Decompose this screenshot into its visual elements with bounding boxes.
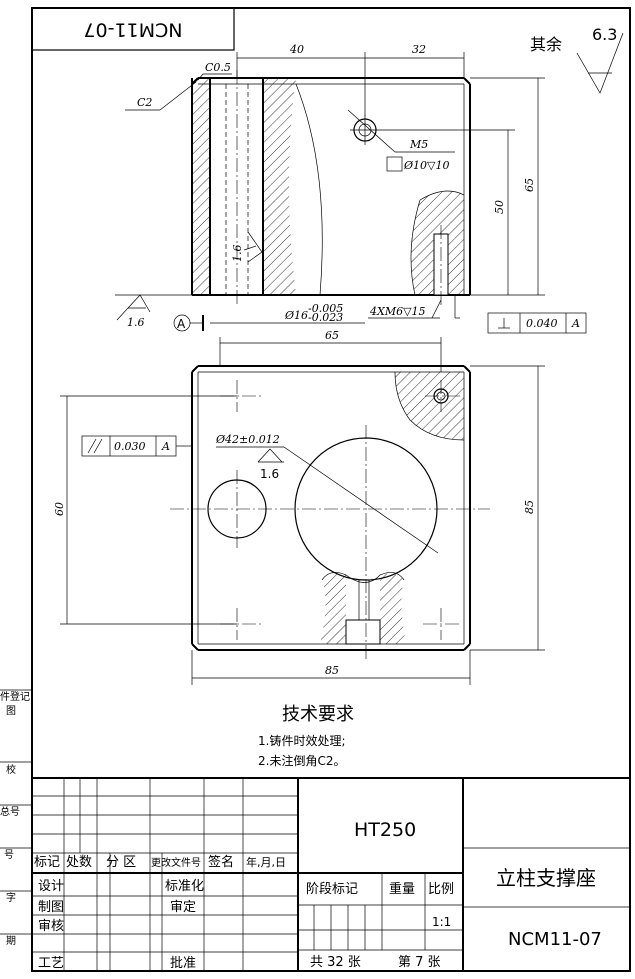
dim-65-side: 65 bbox=[523, 178, 536, 192]
parallel-value: 0.030 bbox=[114, 440, 146, 453]
tb-drawing-number: NCM11-07 bbox=[508, 929, 602, 950]
parallelism-frame: 0.030 A bbox=[81, 435, 192, 457]
roughness-bottom: 1.6 bbox=[127, 316, 145, 329]
perp-value: 0.040 bbox=[526, 317, 558, 330]
roughness-rest-value: 6.3 bbox=[592, 25, 617, 44]
tb-col-sign: 签名 bbox=[208, 854, 234, 870]
tb-material: HT250 bbox=[354, 819, 416, 841]
tb-stage: 阶段标记 bbox=[306, 882, 358, 897]
plan-view bbox=[170, 365, 490, 660]
roughness-rest: 其余 6.3 bbox=[530, 25, 624, 94]
dim-thread4: 4XM6▽15 bbox=[369, 305, 426, 318]
tb-approve-check: 审定 bbox=[170, 900, 196, 915]
strip-label-6: 字 bbox=[6, 891, 16, 904]
tb-standard: 标准化 bbox=[165, 879, 204, 894]
dim-85-side: 85 bbox=[523, 500, 536, 514]
dim-d16-lower: -0.023 bbox=[308, 311, 343, 324]
tb-sheet: 第 7 张 bbox=[398, 955, 441, 970]
technical-requirements: 技术要求 1.铸件时效处理; 2.未注倒角C2。 bbox=[258, 704, 354, 768]
tb-total: 共 32 张 bbox=[310, 955, 361, 970]
dim-50: 50 bbox=[493, 200, 506, 214]
strip-label-4: 总号 bbox=[0, 805, 20, 818]
dim-m5: M5 bbox=[409, 138, 428, 151]
tech-req-item-2: 2.未注倒角C2。 bbox=[258, 753, 345, 768]
strip-label-3: 校 bbox=[6, 763, 16, 776]
mirrored-drawing-number: NCM11-07 bbox=[83, 19, 182, 41]
dim-d42: Ø42±0.012 bbox=[215, 433, 280, 446]
tb-col-doc: 更改文件号 bbox=[151, 856, 201, 869]
tb-scale: 1:1 bbox=[432, 915, 451, 929]
tb-review: 审核 bbox=[38, 919, 64, 934]
dim-60: 60 bbox=[53, 502, 66, 516]
strip-label-1: 件登记 bbox=[0, 690, 30, 703]
dim-32: 32 bbox=[412, 43, 426, 56]
dim-85-bottom: 85 bbox=[325, 664, 339, 677]
left-binding-strip: 件登记 图 校 总号 号 字 期 bbox=[0, 689, 32, 947]
tb-col-zone: 分 区 bbox=[106, 855, 136, 870]
tb-design: 设计 bbox=[38, 879, 64, 894]
tech-req-item-1: 1.铸件时效处理; bbox=[258, 733, 346, 748]
perpendicularity-frame: 0.040 A bbox=[487, 312, 587, 334]
tb-scale-label: 比例 bbox=[428, 882, 454, 897]
roughness-bore: 1.6 bbox=[260, 467, 279, 481]
front-section-view bbox=[191, 70, 471, 319]
plan-dimensions: 65 0.030 A Ø42±0.012 1.6 60 85 85 bbox=[53, 329, 545, 685]
drawing-border bbox=[31, 7, 631, 972]
tb-col-mark: 标记 bbox=[34, 855, 60, 870]
tb-col-date: 年,月,日 bbox=[246, 855, 286, 869]
dim-65-top: 65 bbox=[325, 329, 339, 342]
tb-drawing: 制图 bbox=[38, 900, 64, 915]
dim-d16-upper: -0.005 bbox=[308, 302, 343, 315]
tech-req-title: 技术要求 bbox=[282, 704, 354, 725]
title-block: 标记 处数 分 区 更改文件号 签名 年,月,日 设计 制图 审核 工艺 标准化… bbox=[32, 777, 630, 971]
tb-col-count: 处数 bbox=[66, 855, 92, 870]
perp-datum: A bbox=[571, 317, 580, 330]
tb-process: 工艺 bbox=[38, 956, 64, 971]
roughness-rest-label: 其余 bbox=[530, 35, 562, 54]
parallel-datum: A bbox=[161, 440, 170, 453]
strip-label-7: 期 bbox=[6, 935, 16, 947]
tb-approve: 批准 bbox=[170, 956, 196, 971]
dim-d16: Ø16 bbox=[284, 309, 308, 322]
tb-part-name: 立柱支撑座 bbox=[496, 866, 596, 890]
dim-c05: C0.5 bbox=[205, 61, 231, 74]
dim-hole-depth: Ø10▽10 bbox=[403, 159, 449, 172]
tb-weight: 重量 bbox=[389, 881, 415, 897]
dim-c2: C2 bbox=[137, 96, 152, 109]
dim-40: 40 bbox=[289, 43, 304, 56]
mirrored-number-box: NCM11-07 bbox=[31, 7, 235, 51]
top-dimensions: 40 32 C0.5 C2 M5 Ø10▽10 50 65 1.6 1.6 A bbox=[115, 43, 587, 334]
roughness-left: 1.6 bbox=[231, 245, 244, 263]
strip-label-5: 号 bbox=[4, 849, 14, 861]
strip-label-2: 图 bbox=[6, 705, 16, 717]
datum-a: A bbox=[177, 317, 186, 331]
